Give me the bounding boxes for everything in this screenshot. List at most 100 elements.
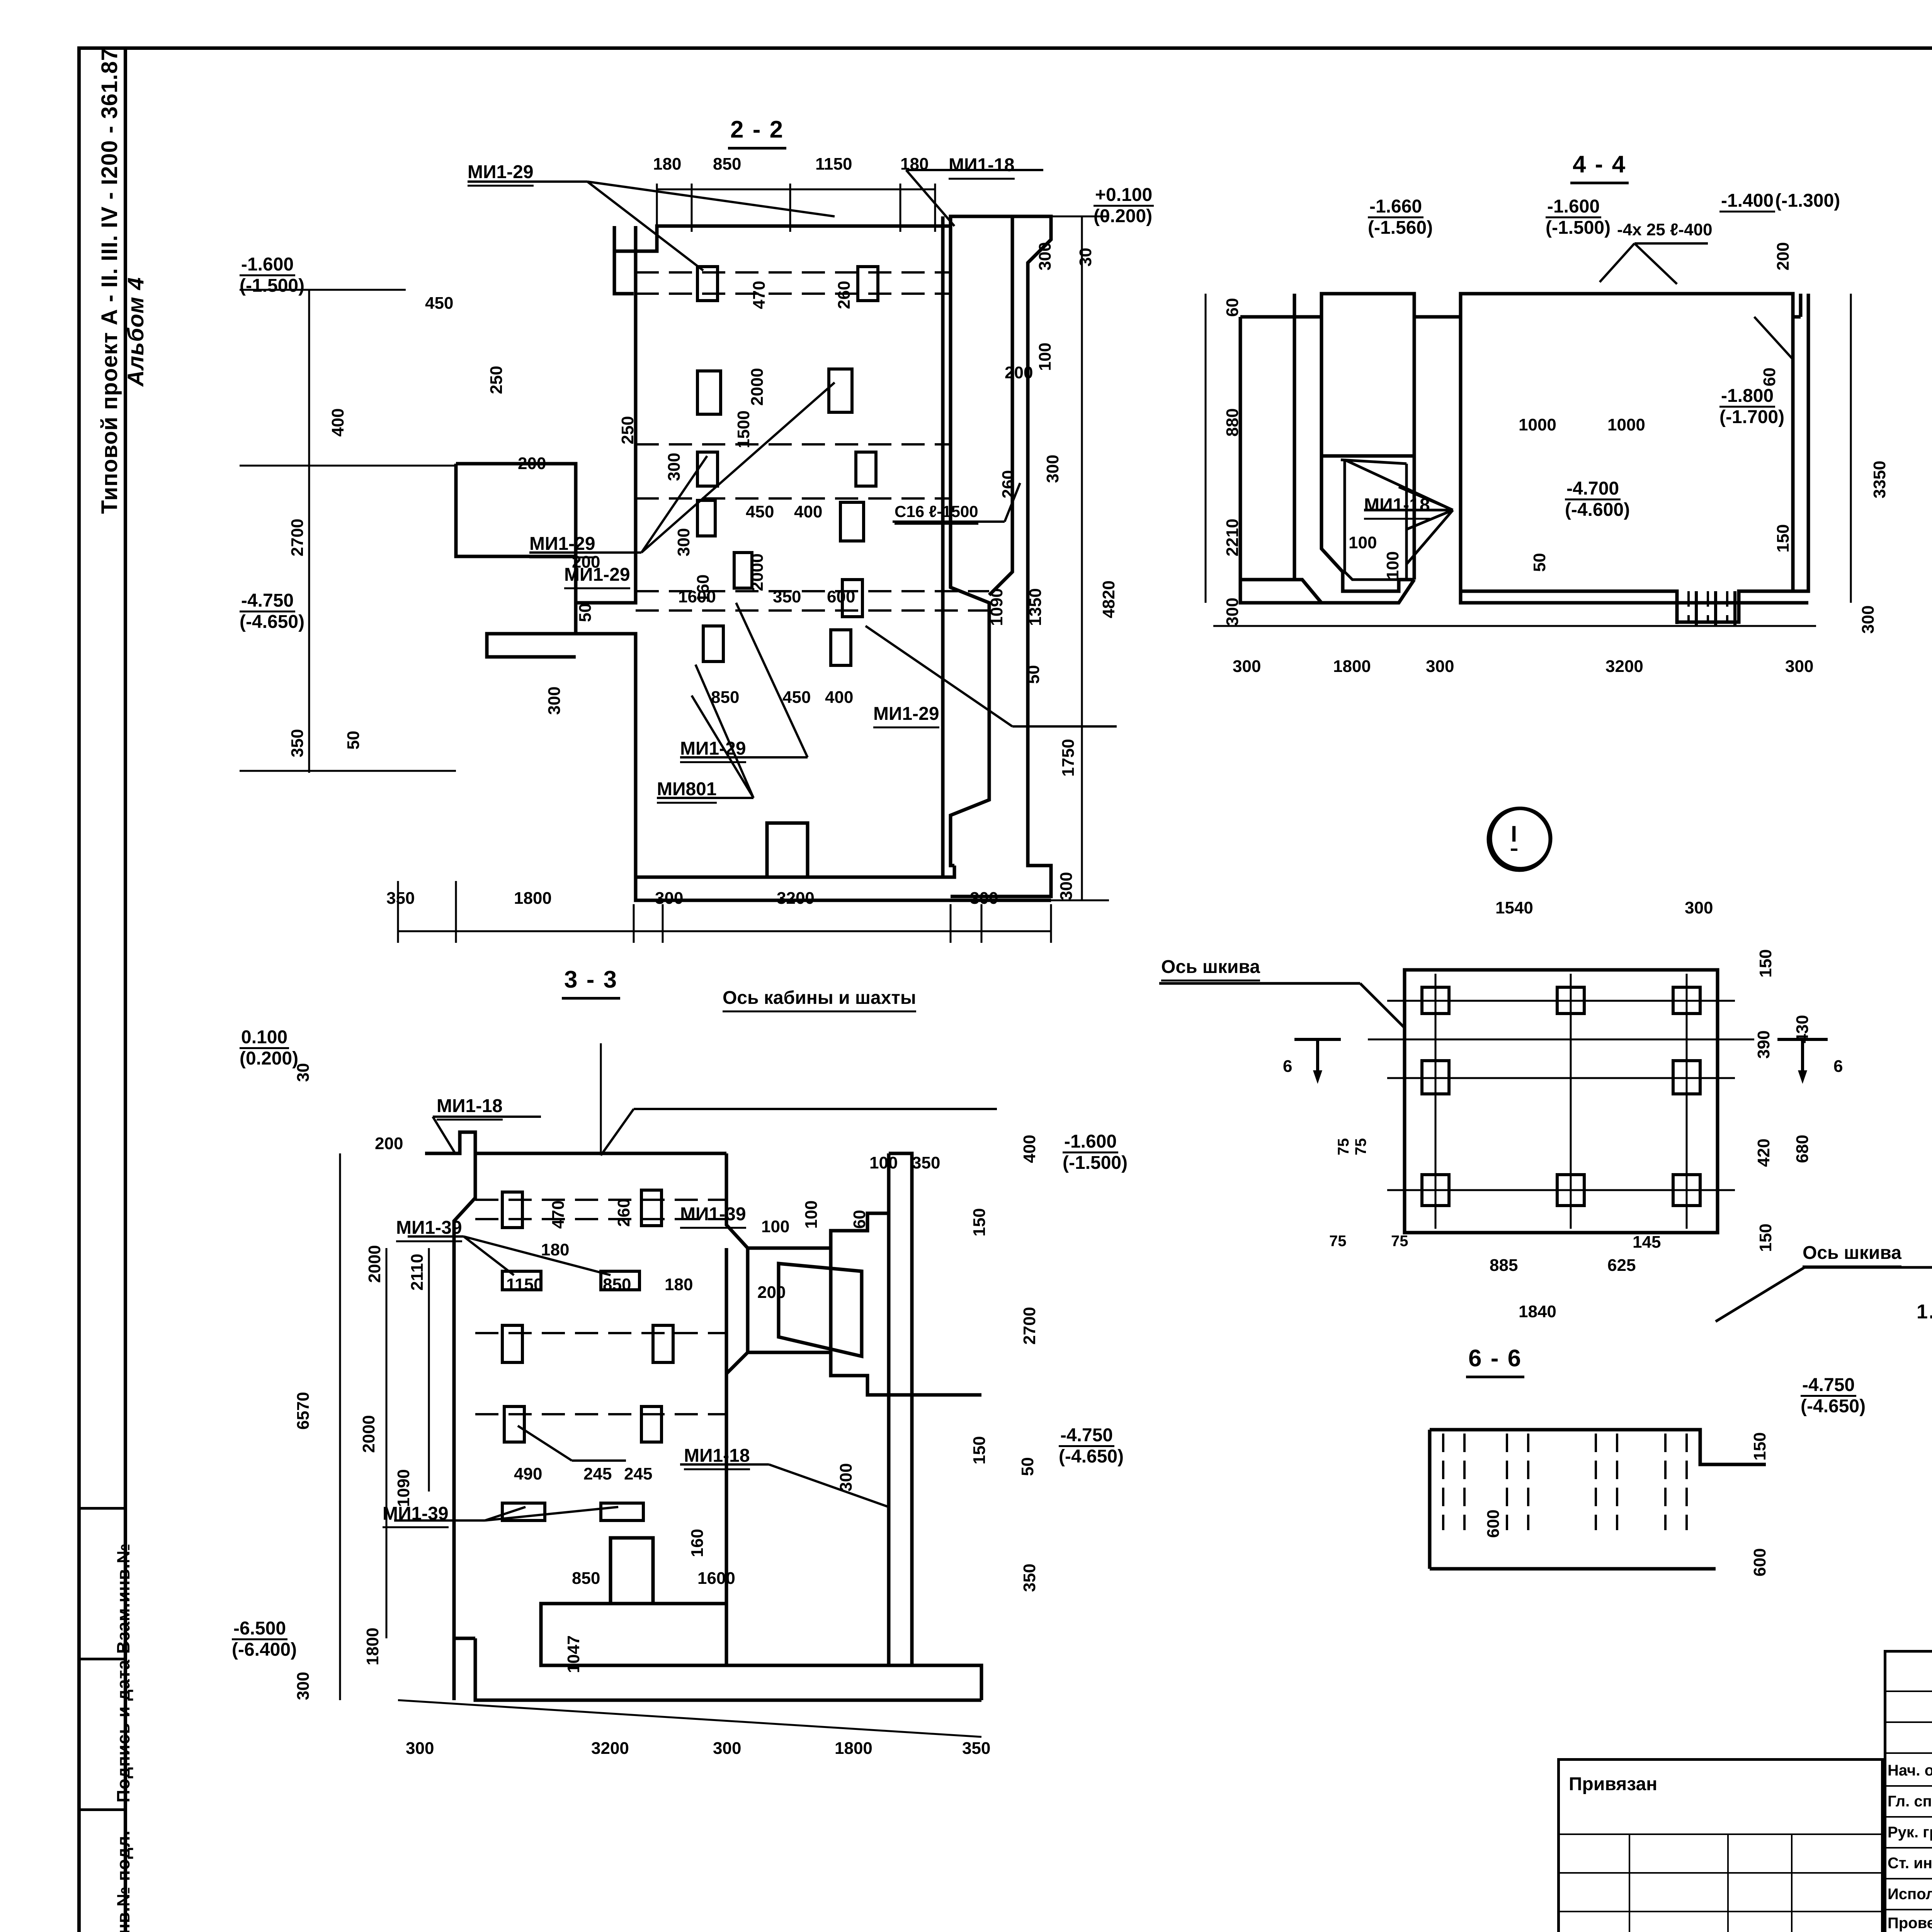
elev-2-2-m4750-alt: (-4.650) (240, 612, 305, 633)
dim-3-3-b3200: 3200 (591, 1739, 629, 1758)
binding-row-3 (1557, 1911, 1884, 1912)
dim-3-3-180a: 180 (541, 1240, 570, 1259)
dim-3-3-100a: 100 (869, 1153, 898, 1172)
elev-4-4-m1800: -1.800 (1719, 386, 1776, 408)
dim-3-3-b1800: 1800 (835, 1739, 872, 1758)
section-mark-6-left: 6 (1283, 1057, 1293, 1076)
section-mark-6-right: 6 (1833, 1057, 1843, 1076)
detail-callout-I: I (1511, 821, 1518, 851)
dim-3-3-850b: 850 (572, 1569, 600, 1588)
mark-3-3-mi1-39c: МИ1-39 (383, 1503, 449, 1528)
role-4: Исполн. (1888, 1886, 1932, 1903)
dim-2-2-top-1150: 1150 (815, 155, 852, 173)
mark-3-3-mi1-39a: МИ1-39 (396, 1218, 462, 1242)
drawing-frame (124, 46, 1932, 1932)
dim-4-4-b300b: 300 (1426, 657, 1454, 676)
spec-4-4-4x25: -4x 25 ℓ-400 (1617, 220, 1713, 239)
elev-4-4-m4700-alt: (-4.600) (1565, 500, 1630, 520)
elev-6-6-m4750: -4.750 (1801, 1375, 1857, 1397)
left-margin-strip (77, 46, 127, 1932)
dim-4-4-b3200: 3200 (1605, 657, 1643, 676)
titleblock-roles-grid (1884, 1650, 1932, 1932)
dim-2-2-top-180b: 180 (900, 155, 929, 173)
role-2: Рук. гр. (1888, 1824, 1932, 1841)
elev-4-4-m1400-alt: (-1.300) (1775, 190, 1840, 211)
elev-4-4-m1660: -1.660 (1368, 197, 1424, 219)
elev-2-2-plus0100-alt: (0.200) (1094, 206, 1153, 227)
roles-row-2 (1884, 1847, 1932, 1849)
label-axis-cabin-shaft: Ось кабины и шахты (723, 988, 916, 1012)
elev-3-3-m1600-alt: (-1.500) (1063, 1153, 1128, 1173)
elev-4-4-m4700: -4.700 (1565, 479, 1621, 501)
mark-2-2-mi1-29-d: МИ1-29 (873, 704, 939, 728)
dim-2-2-top-850: 850 (713, 155, 742, 173)
elev-3-3-0100: 0.100 (240, 1027, 289, 1049)
role-0: Нач. отд. (1888, 1762, 1932, 1779)
dim-2-2-200b: 200 (572, 553, 600, 571)
binding-row-1 (1557, 1833, 1884, 1835)
signature-stamp-box (77, 1507, 126, 1932)
title-section-4-4: 4 - 4 (1570, 151, 1629, 184)
dim-2-2-850: 850 (711, 688, 740, 707)
dim-2-2-b350: 350 (386, 889, 415, 908)
dim-3-3-245b: 245 (624, 1464, 653, 1483)
stamp-divider-2 (77, 1808, 124, 1811)
roles-row-a (1884, 1690, 1932, 1692)
elev-3-3-m1600: -1.600 (1063, 1132, 1119, 1154)
dim-3-3-1150: 1150 (506, 1275, 543, 1294)
binding-block (1557, 1758, 1884, 1932)
dim-3-3-200: 200 (375, 1134, 403, 1153)
dim-2-2-b1800: 1800 (514, 889, 552, 908)
mark-2-2-mi1-29-a: МИ1-29 (468, 162, 534, 187)
elev-4-4-m1600: -1.600 (1546, 197, 1602, 219)
elev-3-3-m6500-alt: (-6.400) (232, 1639, 297, 1660)
dim-2-2-r200: 200 (1005, 363, 1033, 382)
dim-2-2-200a: 200 (518, 454, 546, 473)
mark-2-2-mi1-29-c: МИ1-29 (564, 565, 630, 589)
binding-col-3 (1791, 1833, 1793, 1932)
elev-3-3-0100-alt: (0.200) (240, 1048, 299, 1069)
dim-2-2-450: 450 (425, 294, 454, 313)
title-section-2-2: 2 - 2 (728, 116, 787, 150)
dim-3-3-850a: 850 (603, 1275, 631, 1294)
spec-2-2-c16: С16 ℓ-1500 (895, 502, 978, 525)
dim-det-625: 625 (1607, 1256, 1636, 1275)
dim-det-885: 885 (1490, 1256, 1518, 1275)
dim-3-3-b300a: 300 (406, 1739, 434, 1758)
dim-4-4-b300a: 300 (1233, 657, 1261, 676)
dim-2-2-b300a: 300 (655, 889, 684, 908)
dim-det-1840: 1840 (1519, 1302, 1556, 1321)
dim-4-4-1000b: 1000 (1607, 415, 1645, 434)
label-axis-pulley-right: Ось шкива (1803, 1243, 1901, 1267)
dim-2-2-350b: 350 (773, 587, 801, 606)
title-section-6-6: 6 - 6 (1466, 1345, 1525, 1378)
dim-3-3-350b: 350 (912, 1153, 940, 1172)
dim-3-3-b350: 350 (962, 1739, 991, 1758)
elev-2-2-m4750: -4.750 (240, 591, 296, 613)
roles-row-4 (1884, 1909, 1932, 1910)
dim-3-3-245a: 245 (583, 1464, 612, 1483)
elev-4-4-m1660-alt: (-1.560) (1368, 218, 1433, 238)
dim-4-4-b1800: 1800 (1333, 657, 1371, 676)
elev-3-3-m4750: -4.750 (1059, 1425, 1115, 1447)
dim-4-4-100a: 100 (1349, 533, 1377, 552)
dim-3-3-200b: 200 (757, 1283, 786, 1302)
mark-2-2-mi801: МИ801 (657, 779, 717, 804)
roles-row-b (1884, 1721, 1932, 1723)
binding-row-2 (1557, 1872, 1884, 1874)
dim-3-3-1600: 1600 (697, 1569, 735, 1588)
roles-row-c (1884, 1752, 1932, 1754)
dim-2-2-b300b: 300 (970, 889, 998, 908)
dim-2-2-450c: 450 (782, 688, 811, 707)
dim-det-145: 145 (1633, 1233, 1661, 1252)
dim-3-3-180b: 180 (665, 1275, 693, 1294)
roles-row-0 (1884, 1785, 1932, 1787)
mark-2-2-mi1-29-b: МИ1-29 (529, 534, 595, 558)
mark-2-2-mi1-29-e: МИ1-29 (680, 738, 746, 763)
role-3: Ст. инж (1888, 1855, 1932, 1872)
dim-2-2-400c: 400 (825, 688, 854, 707)
dim-3-3-b300b: 300 (713, 1739, 742, 1758)
dim-det-1540: 1540 (1495, 898, 1533, 917)
mark-4-4-mi1-18: МИ1-18 (1364, 495, 1430, 520)
